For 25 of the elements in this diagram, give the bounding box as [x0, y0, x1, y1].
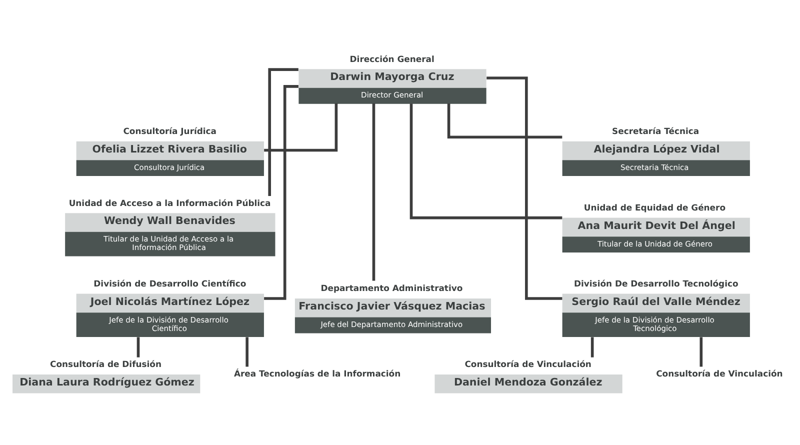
node-label: Secretaría Técnica [612, 126, 700, 136]
node-label: Unidad de Acceso a la Información Pública [68, 198, 271, 208]
connector [590, 337, 594, 358]
connector [268, 68, 298, 196]
node-text: Área Tecnologías de la Información [234, 368, 401, 379]
connector [486, 76, 562, 300]
connector [264, 103, 338, 152]
node-label: Dirección General [350, 54, 434, 64]
node-label: Departamento Administrativo [320, 283, 463, 294]
node-label: Consultoría de Difusión [50, 359, 162, 370]
node-box: Diana Laura Rodríguez Gómez [12, 374, 200, 394]
node-text: Consultoría de Vinculación [656, 368, 783, 379]
connector [410, 104, 562, 220]
node-label: División de Desarrollo Científico [94, 278, 246, 288]
connector [264, 85, 298, 300]
connector [372, 103, 376, 281]
connector [447, 104, 562, 139]
node-label: Unidad de Equidad de Género [584, 202, 726, 212]
node-label: Consultoría Jurídica [123, 126, 217, 136]
node-label: Consultoría de Vinculación [464, 359, 592, 370]
node-label: División De Desarrollo Tecnológico [574, 278, 738, 288]
connector [700, 337, 703, 367]
node-box: Daniel Mendoza González [434, 374, 622, 394]
connector [136, 337, 140, 358]
connector [246, 337, 248, 367]
